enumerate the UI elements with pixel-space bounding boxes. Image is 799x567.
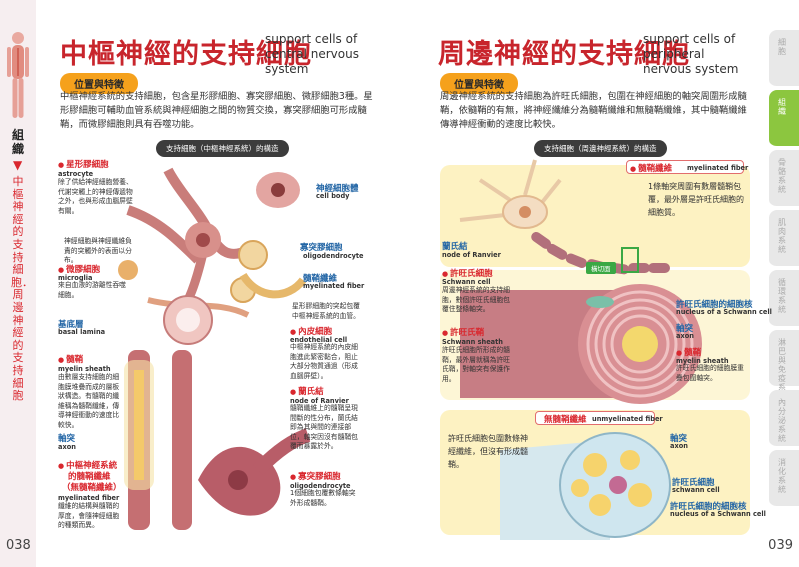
arrow-down-icon: ▼: [13, 158, 23, 172]
chapter-tab-label: 細胞: [778, 38, 786, 56]
cns-fiber-desc: 纖維的結構與髓鞘的厚度，會隨神經細胞的種類而異。: [58, 502, 120, 530]
label-cell-body: 神經細胞體: [316, 184, 359, 194]
myelinated-fiber-box: 髓鞘纖維 myelinated fiber: [626, 160, 748, 174]
label-schwann-cell-2: 許旺氏細胞: [672, 478, 715, 488]
label-schwann-nucleus-2: 許旺氏細胞的細胞核: [670, 502, 747, 512]
ensheath-note: 神經細胞與神經纖維負責的突觸外的表面以分布。: [64, 237, 132, 265]
label-schwann-cell: 許旺氏細胞: [442, 267, 493, 279]
chapter-tab[interactable]: 骨骼系統: [769, 150, 799, 208]
chapter-tab-label: 骨骼系統: [778, 158, 786, 194]
label-unmyelinated-fiber-en: unmyelinated fiber: [592, 415, 663, 423]
cns-support-cells-illustration: [118, 167, 311, 530]
label-pns-myelin: 髓鞘: [676, 346, 701, 358]
page-number-left: 038: [6, 538, 31, 553]
label-cns-fiber-3: （無髓鞘纖維）: [62, 483, 122, 493]
label-microglia: 微膠細胞: [58, 263, 100, 275]
chapter-tab-label: 組織: [778, 98, 786, 116]
left-diagram-caption: 支持細胞（中樞神經系統）的構造: [156, 140, 289, 157]
label-schwann-cell-en: Schwann cell: [442, 278, 491, 286]
chapter-tab[interactable]: 淋巴與免疫系統: [769, 330, 799, 401]
label-oligodendrocyte-bottom-en: oligodendrocyte: [290, 482, 351, 490]
label-myelinated: 髓鞘纖維: [303, 274, 338, 284]
label-ranvier: 蘭氏結: [290, 385, 324, 397]
astrocyte-desc: 除了供給神經細胞營養、代謝突觸上的神經傳遞物之外，也與形成血腦屏壁有關。: [58, 178, 133, 215]
chapter-tab[interactable]: 肌肉系統: [769, 210, 799, 268]
label-unmyelinated-fiber: 無髓鞘纖維: [544, 415, 587, 425]
vertical-section-title: 中樞神經的支持細胞．周邊神經的支持細胞: [11, 175, 33, 403]
label-cell-body-en: cell body: [316, 192, 350, 200]
endothelial-desc: 中樞神經系統的內皮細胞進此緊密黏合，阻止大部分物質通過（形成血腦屏壁）。: [290, 343, 358, 380]
microglia-desc: 來自血液的游離性吞噬細胞。: [58, 281, 126, 299]
label-axon-right-2: 軸突: [670, 434, 688, 444]
chapter-tab[interactable]: 循環系統: [769, 270, 799, 328]
unmyelinated-desc: 許旺氏細胞包圍數條神經纖維，但沒有形成髓鞘。: [448, 434, 528, 469]
label-oligodendrocyte-top-en: oligodendrocyte: [303, 252, 364, 260]
schwann-sheath-desc: 許旺氏細胞所形成的髓鞘，最外層就稱為許旺氏鞘，對軸突有保護作用。: [442, 346, 510, 383]
label-astrocyte-en: astrocyte: [58, 170, 94, 178]
left-page-title-en: support cells of central nervous system: [265, 32, 359, 76]
cross-section-tag: 橫切面: [586, 262, 616, 274]
oligodendrocyte-bottom-desc: 1個細胞包覆數條軸突外形成髓鞘。: [290, 489, 356, 507]
label-axon-right-1-en: axon: [676, 332, 694, 340]
myelin-sheath-desc: 由數層支持細胞的細胞膜堆疊而成的層板狀構造。有髓鞘的纖維稱為髓鞘纖維，傳導神經衝…: [58, 373, 120, 429]
label-microglia-en: microglia: [58, 274, 93, 282]
label-myelin-sheath-en: myelin sheath: [58, 365, 111, 373]
label-oligodendrocyte-top: 寡突膠細胞: [300, 243, 343, 253]
label-schwann-cell-2-en: schwann cell: [672, 486, 720, 494]
label-cns-fiber-1: 中樞神經系統: [58, 459, 117, 471]
chapter-tab-label: 循環系統: [778, 278, 786, 314]
left-margin-strip: 組織 ▼ 中樞神經的支持細胞．周邊神經的支持細胞: [0, 0, 36, 567]
label-basal-lamina: 基底層: [58, 320, 84, 330]
schwann-cell-desc: 周邊神經系統的支持細胞，數個許旺氏細胞包覆住整條軸突。: [442, 286, 510, 314]
right-section-pill: 位置與特徵: [440, 73, 518, 94]
chapter-tab[interactable]: 組織: [769, 90, 799, 148]
label-axon-right-2-en: axon: [670, 442, 688, 450]
label-ranvier-en: node of Ranvier: [290, 397, 349, 405]
label-cns-fiber-en: myelinated fiber: [58, 494, 120, 502]
chapter-tab-label: 消化系統: [778, 458, 786, 494]
label-schwann-nucleus-1-en: nucleus of a Schwann cell: [676, 308, 772, 316]
label-schwann-sheath: 許旺氏鞘: [442, 326, 484, 338]
chapter-tab-label: 內分泌系統: [778, 398, 786, 443]
left-page-title: 中樞神經的支持細胞: [60, 39, 312, 70]
label-schwann-nucleus-2-en: nucleus of a Schwann cell: [670, 510, 766, 518]
label-axon-left: 軸突: [58, 434, 76, 444]
right-page-title-en: support cells of peripheral nervous syst…: [643, 32, 739, 76]
right-body-text: 周邊神經系統的支持細胞為許旺氏細胞，包圍在神經細胞的軸突周圍形成髓鞘，依髓鞘的有…: [440, 91, 747, 130]
chapter-tab[interactable]: 消化系統: [769, 450, 799, 508]
label-pns-ranvier-en: node of Ranvier: [442, 251, 501, 259]
myelinated-desc: 星形膠細胞的突起包覆中樞神經系統的血管。: [292, 302, 360, 320]
label-endothelial: 內皮細胞: [290, 325, 332, 337]
chapter-label: 組織: [11, 128, 24, 156]
label-schwann-nucleus-1: 許旺氏細胞的細胞核: [676, 300, 753, 310]
myelinated-fiber-desc: 1條軸突周圍有數層髓鞘包覆，最外層是許旺氏細胞的細胞質。: [648, 182, 744, 217]
unmyelinated-fiber-box: 無髓鞘纖維 unmyelinated fiber: [535, 411, 663, 425]
page-number-right: 039: [768, 538, 793, 553]
label-myelin-sheath: 髓鞘: [58, 353, 83, 365]
chapter-tab[interactable]: 內分泌系統: [769, 390, 799, 448]
label-schwann-sheath-en: Schwann sheath: [442, 338, 503, 346]
chapter-tab-label: 肌肉系統: [778, 218, 786, 254]
right-page-title: 周邊神經的支持細胞: [438, 39, 690, 70]
label-myelinated-en: myelinated fiber: [303, 282, 365, 290]
human-body-icon: [7, 32, 29, 118]
pns-myelin-desc: 許旺氏細胞的細胞膜重疊包圍軸突。: [676, 364, 744, 382]
label-astrocyte: 星形膠細胞: [58, 158, 109, 170]
label-pns-myelin-en: myelin sheath: [676, 357, 729, 365]
left-body-text: 中樞神經系統的支持細胞，包含星形膠細胞、寡突膠細胞、微膠細胞3種。星形膠細胞可輔…: [60, 91, 373, 130]
label-myelinated-fiber-en: myelinated fiber: [687, 164, 749, 172]
label-cns-fiber-2: 的髓鞘纖維: [68, 472, 111, 482]
chapter-tab[interactable]: 細胞: [769, 30, 799, 88]
label-pns-ranvier: 蘭氏結: [442, 242, 468, 252]
label-endothelial-en: endothelial cell: [290, 336, 348, 344]
label-basal-lamina-en: basal lamina: [58, 328, 106, 336]
left-section-pill: 位置與特徵: [60, 73, 138, 94]
label-axon-right-1: 軸突: [676, 324, 694, 334]
pns-support-cells-illustration: [459, 159, 702, 540]
label-myelinated-fiber: 髓鞘纖維: [630, 162, 672, 174]
label-axon-left-en: axon: [58, 443, 76, 451]
right-diagram-caption: 支持細胞（周邊神經系統）的構造: [534, 140, 667, 157]
label-oligodendrocyte-bottom: 寡突膠細胞: [290, 470, 341, 482]
ranvier-desc: 髓鞘纖維上的髓鞘呈現間斷的性分布，蘭氏結即為其與間的連接部位，軸突因沒有髓鞘包覆…: [290, 404, 358, 451]
